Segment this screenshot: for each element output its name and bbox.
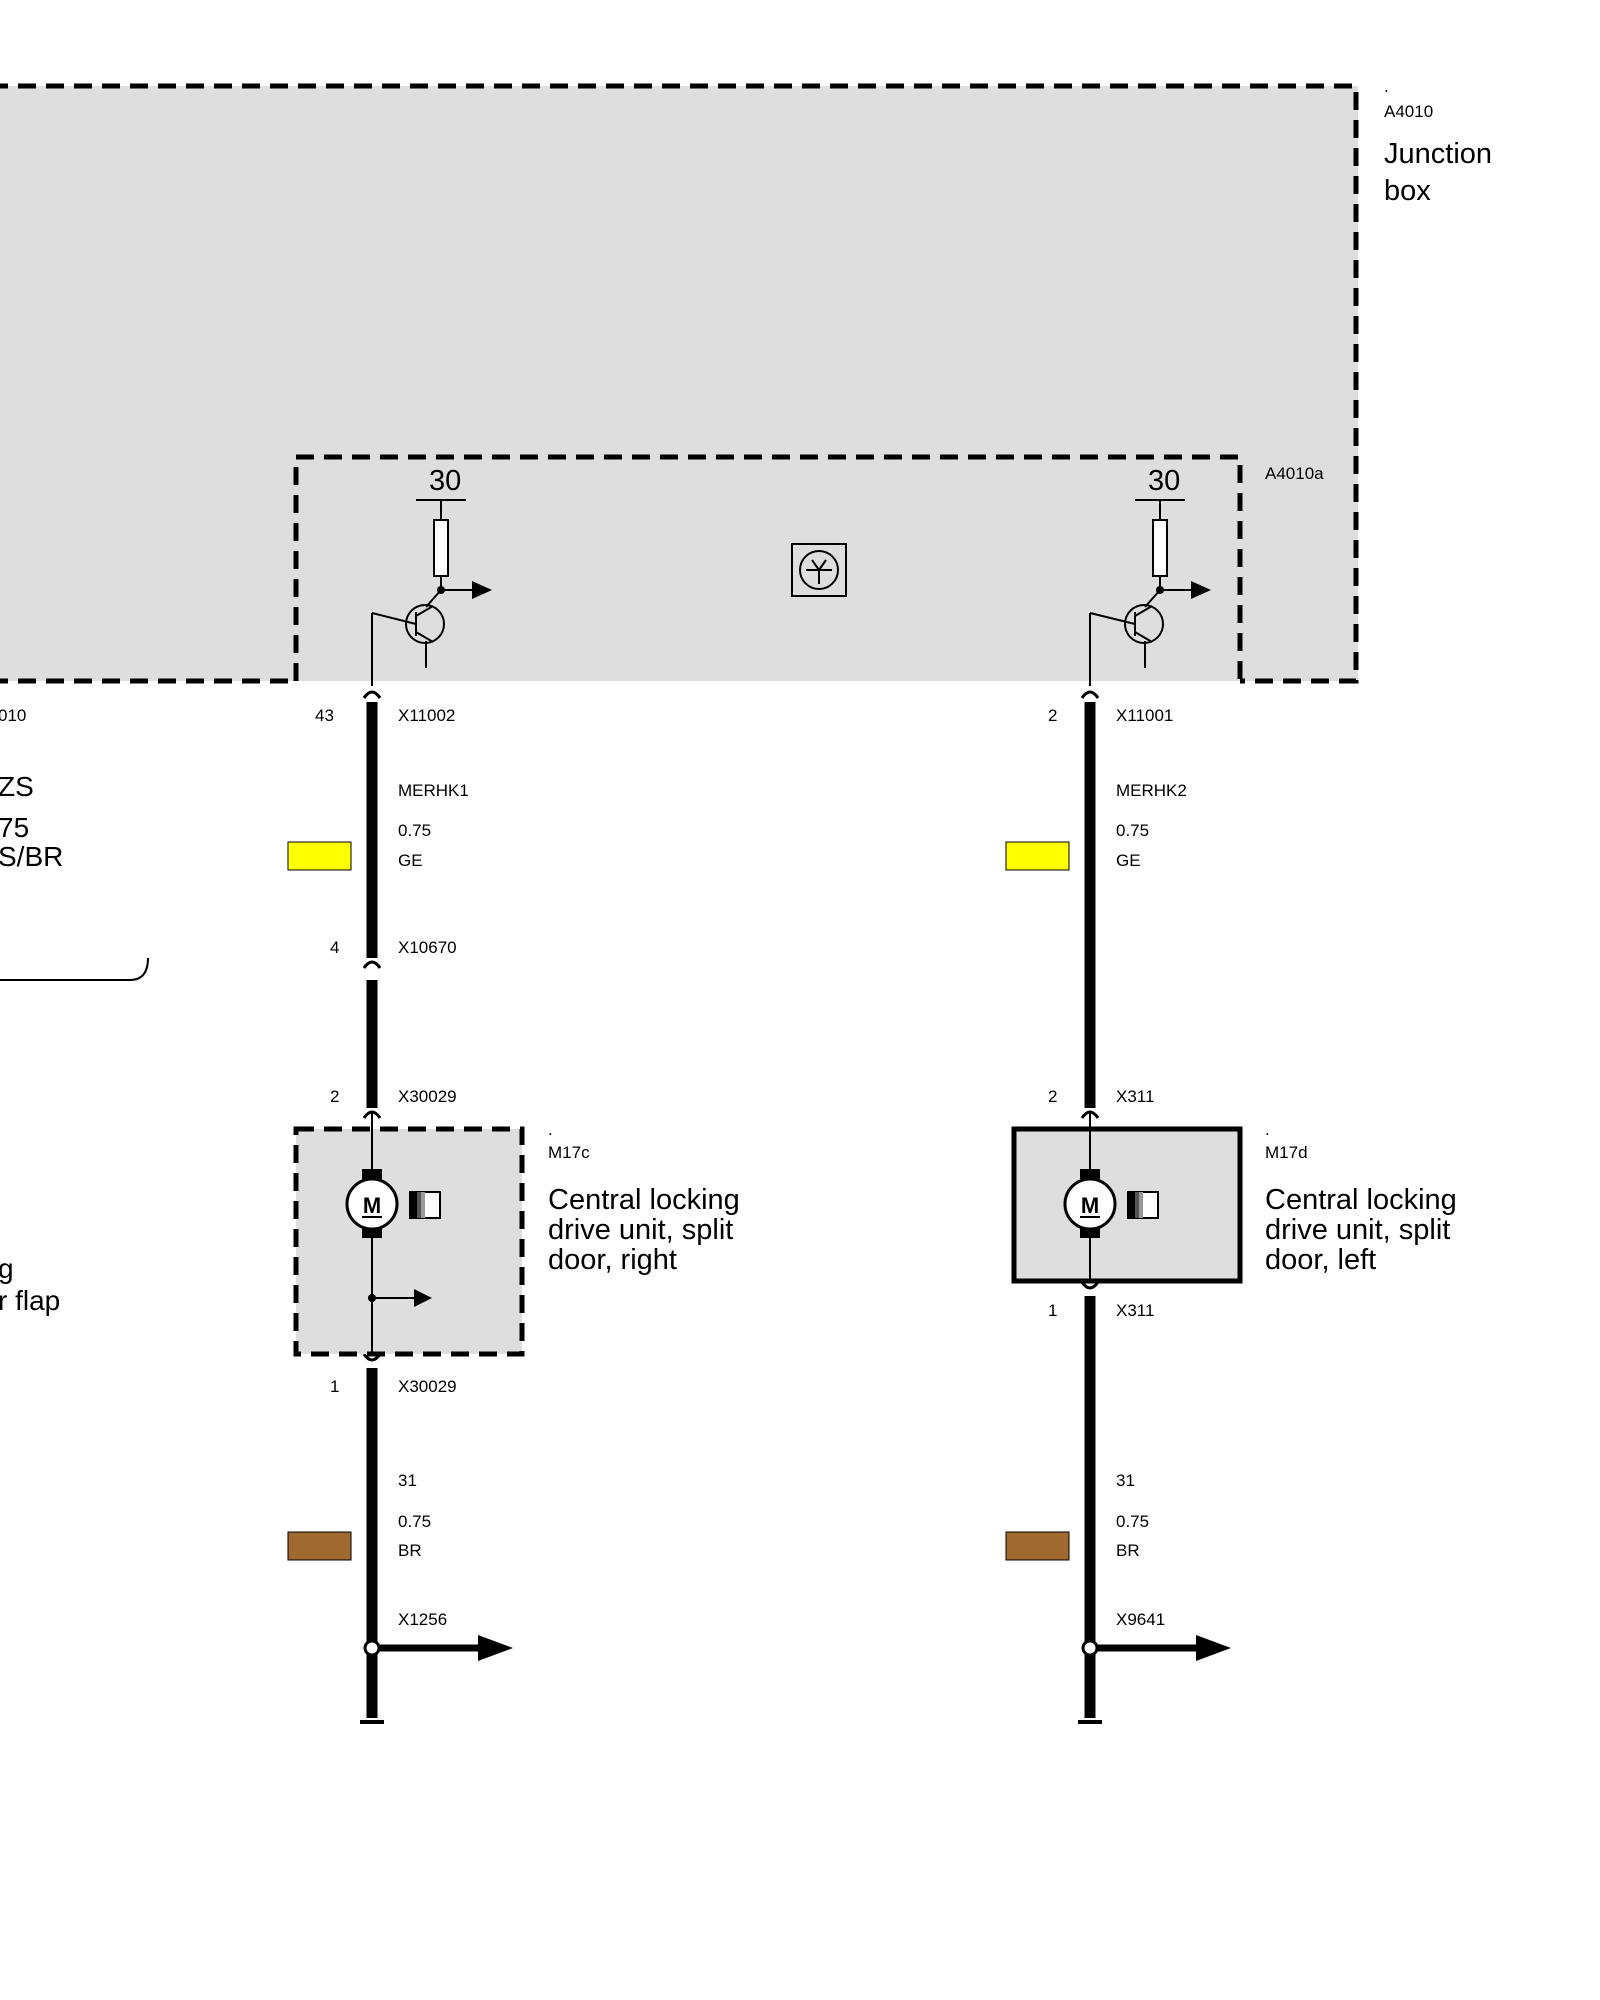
connector-top: X11002: [398, 706, 455, 725]
lock-actuator-icon: [1127, 1191, 1159, 1219]
left-partial-line5: r flap: [0, 1285, 60, 1316]
ground-arrow-icon: [478, 1635, 513, 1661]
component-dot: .: [1265, 1120, 1270, 1139]
ground-arrow-icon: [1196, 1635, 1231, 1661]
connector-motor-out: X30029: [398, 1377, 457, 1396]
junction-box-code: A4010: [1384, 102, 1433, 121]
motor-icon: [1063, 1177, 1117, 1231]
wire-color-swatch: [287, 841, 352, 871]
ground-terminal: 31: [398, 1471, 417, 1490]
terminal-30-label-2: 30: [1148, 465, 1180, 497]
ground-color-swatch: [287, 1531, 352, 1561]
wire-color-code: GE: [398, 851, 423, 870]
pin-motor-in: 2: [1048, 1087, 1057, 1106]
circuit-left-door: 2 X11001 MERHK2 0.75 GE 2 X311 M . M17d …: [1005, 690, 1457, 1724]
wire-name: MERHK2: [1116, 781, 1187, 800]
motor-symbol: M: [363, 1193, 381, 1218]
left-partial-circuit: 010 ZS 75 S/BR g r flap: [0, 706, 149, 1316]
ground-cross-section: 0.75: [1116, 1512, 1149, 1531]
component-name-line3: door, right: [548, 1244, 677, 1276]
left-partial-line1: ZS: [0, 771, 34, 802]
left-partial-line3: S/BR: [0, 841, 63, 872]
component-dot: .: [548, 1120, 553, 1139]
component-name-line1: Central locking: [1265, 1184, 1457, 1216]
connector-mid: X10670: [398, 938, 457, 957]
pin-motor-out: 1: [1048, 1301, 1057, 1320]
pin-top: 2: [1048, 706, 1057, 725]
ground-color-code: BR: [398, 1541, 422, 1560]
left-partial-line2: 75: [0, 812, 29, 843]
transistor-stage-1: 30: [371, 465, 492, 686]
left-partial-code: 010: [0, 706, 26, 725]
ground-color-swatch: [1005, 1531, 1070, 1561]
lock-actuator-icon: [409, 1191, 441, 1219]
junction-box-title-line2: box: [1384, 175, 1431, 207]
pin-top: 43: [315, 706, 334, 725]
left-partial-line4: g: [0, 1253, 14, 1284]
wire-cross-section: 0.75: [1116, 821, 1149, 840]
control-unit-icon: [791, 543, 847, 597]
connector-top: X11001: [1116, 706, 1173, 725]
connector-motor-in: X30029: [398, 1087, 457, 1106]
component-name-line2: drive unit, split: [548, 1214, 733, 1246]
ground-terminal: 31: [1116, 1471, 1135, 1490]
component-code: M17d: [1265, 1143, 1308, 1162]
motor-symbol: M: [1081, 1193, 1099, 1218]
terminal-30-label-1: 30: [429, 465, 461, 497]
module-a4010a: A4010a 30: [293, 454, 1324, 686]
wire-color-code: GE: [1116, 851, 1141, 870]
ground-color-code: BR: [1116, 1541, 1140, 1560]
module-code: A4010a: [1265, 464, 1324, 483]
pin-mid: 4: [330, 938, 339, 957]
wire-color-swatch: [1005, 841, 1070, 871]
connector-motor-in: X311: [1116, 1087, 1154, 1106]
transistor-stage-2: 30: [1089, 465, 1211, 686]
junction-box-a4010: . A4010 Junction box: [0, 77, 1492, 684]
component-code: M17c: [548, 1143, 590, 1162]
wire-name: MERHK1: [398, 781, 469, 800]
pin-motor-in: 2: [330, 1087, 339, 1106]
wire-cross-section: 0.75: [398, 821, 431, 840]
component-m17d: M: [1011, 1126, 1243, 1284]
ground-connector: X9641: [1116, 1610, 1165, 1629]
motor-icon: [345, 1177, 399, 1231]
ground-connector: X1256: [398, 1610, 447, 1629]
component-m17c: M: [293, 1126, 525, 1357]
junction-box-dot: .: [1384, 77, 1389, 96]
circuit-right-door: 43 X11002 MERHK1 0.75 GE 4 X10670 2 X300…: [287, 690, 740, 1724]
component-name-line2: drive unit, split: [1265, 1214, 1450, 1246]
component-name-line1: Central locking: [548, 1184, 740, 1216]
ground-cross-section: 0.75: [398, 1512, 431, 1531]
connector-motor-out: X311: [1116, 1301, 1154, 1320]
pin-motor-out: 1: [330, 1377, 339, 1396]
component-name-line3: door, left: [1265, 1244, 1376, 1276]
junction-box-title-line1: Junction: [1384, 138, 1492, 170]
